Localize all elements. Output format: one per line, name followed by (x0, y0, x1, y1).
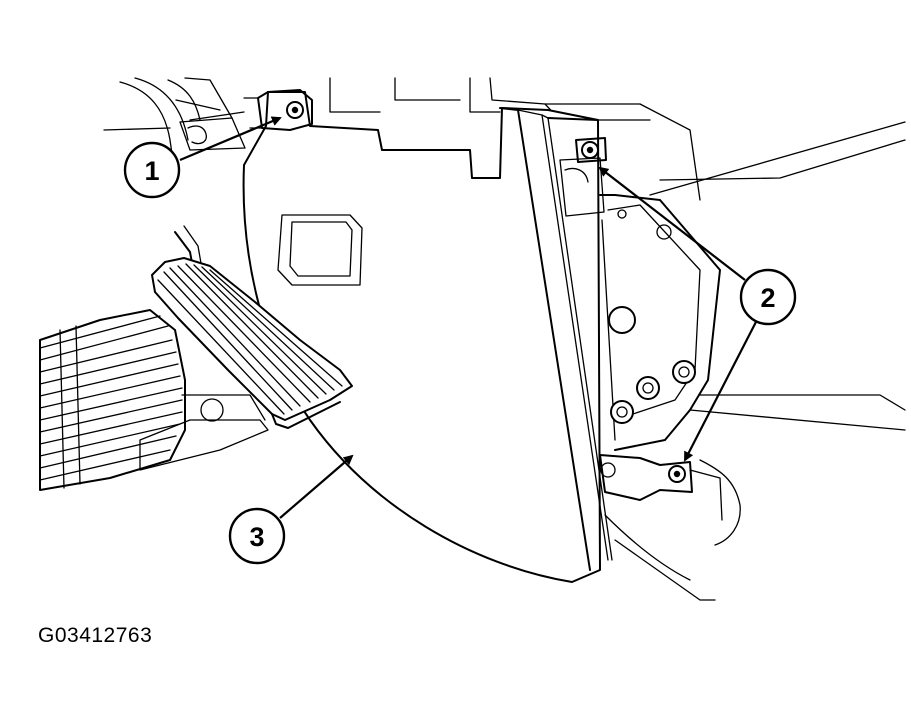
callout-2-upper-arrow (598, 166, 746, 281)
callout-3-arrow (279, 454, 354, 519)
callout-2-number: 2 (760, 283, 775, 313)
callout-1: 1 (123, 141, 181, 199)
accelerator-pedal (151, 225, 353, 429)
callout-1-arrow (179, 116, 282, 162)
knee-panel (242, 89, 613, 583)
leader-lines (179, 116, 759, 519)
callout-3-circle (228, 507, 286, 565)
figure-id-label: G03412763 (38, 624, 153, 647)
callout-2: 2 (739, 268, 797, 326)
callout-3: 3 (228, 507, 286, 565)
brake-pedal (39, 309, 269, 491)
callout-2-circle (739, 268, 797, 326)
callout-2-lower-arrow (684, 317, 759, 462)
callout-1-number: 1 (144, 156, 159, 186)
callout-3-number: 3 (249, 522, 264, 552)
callout-1-circle (123, 141, 181, 199)
mounting-bracket (559, 137, 721, 501)
